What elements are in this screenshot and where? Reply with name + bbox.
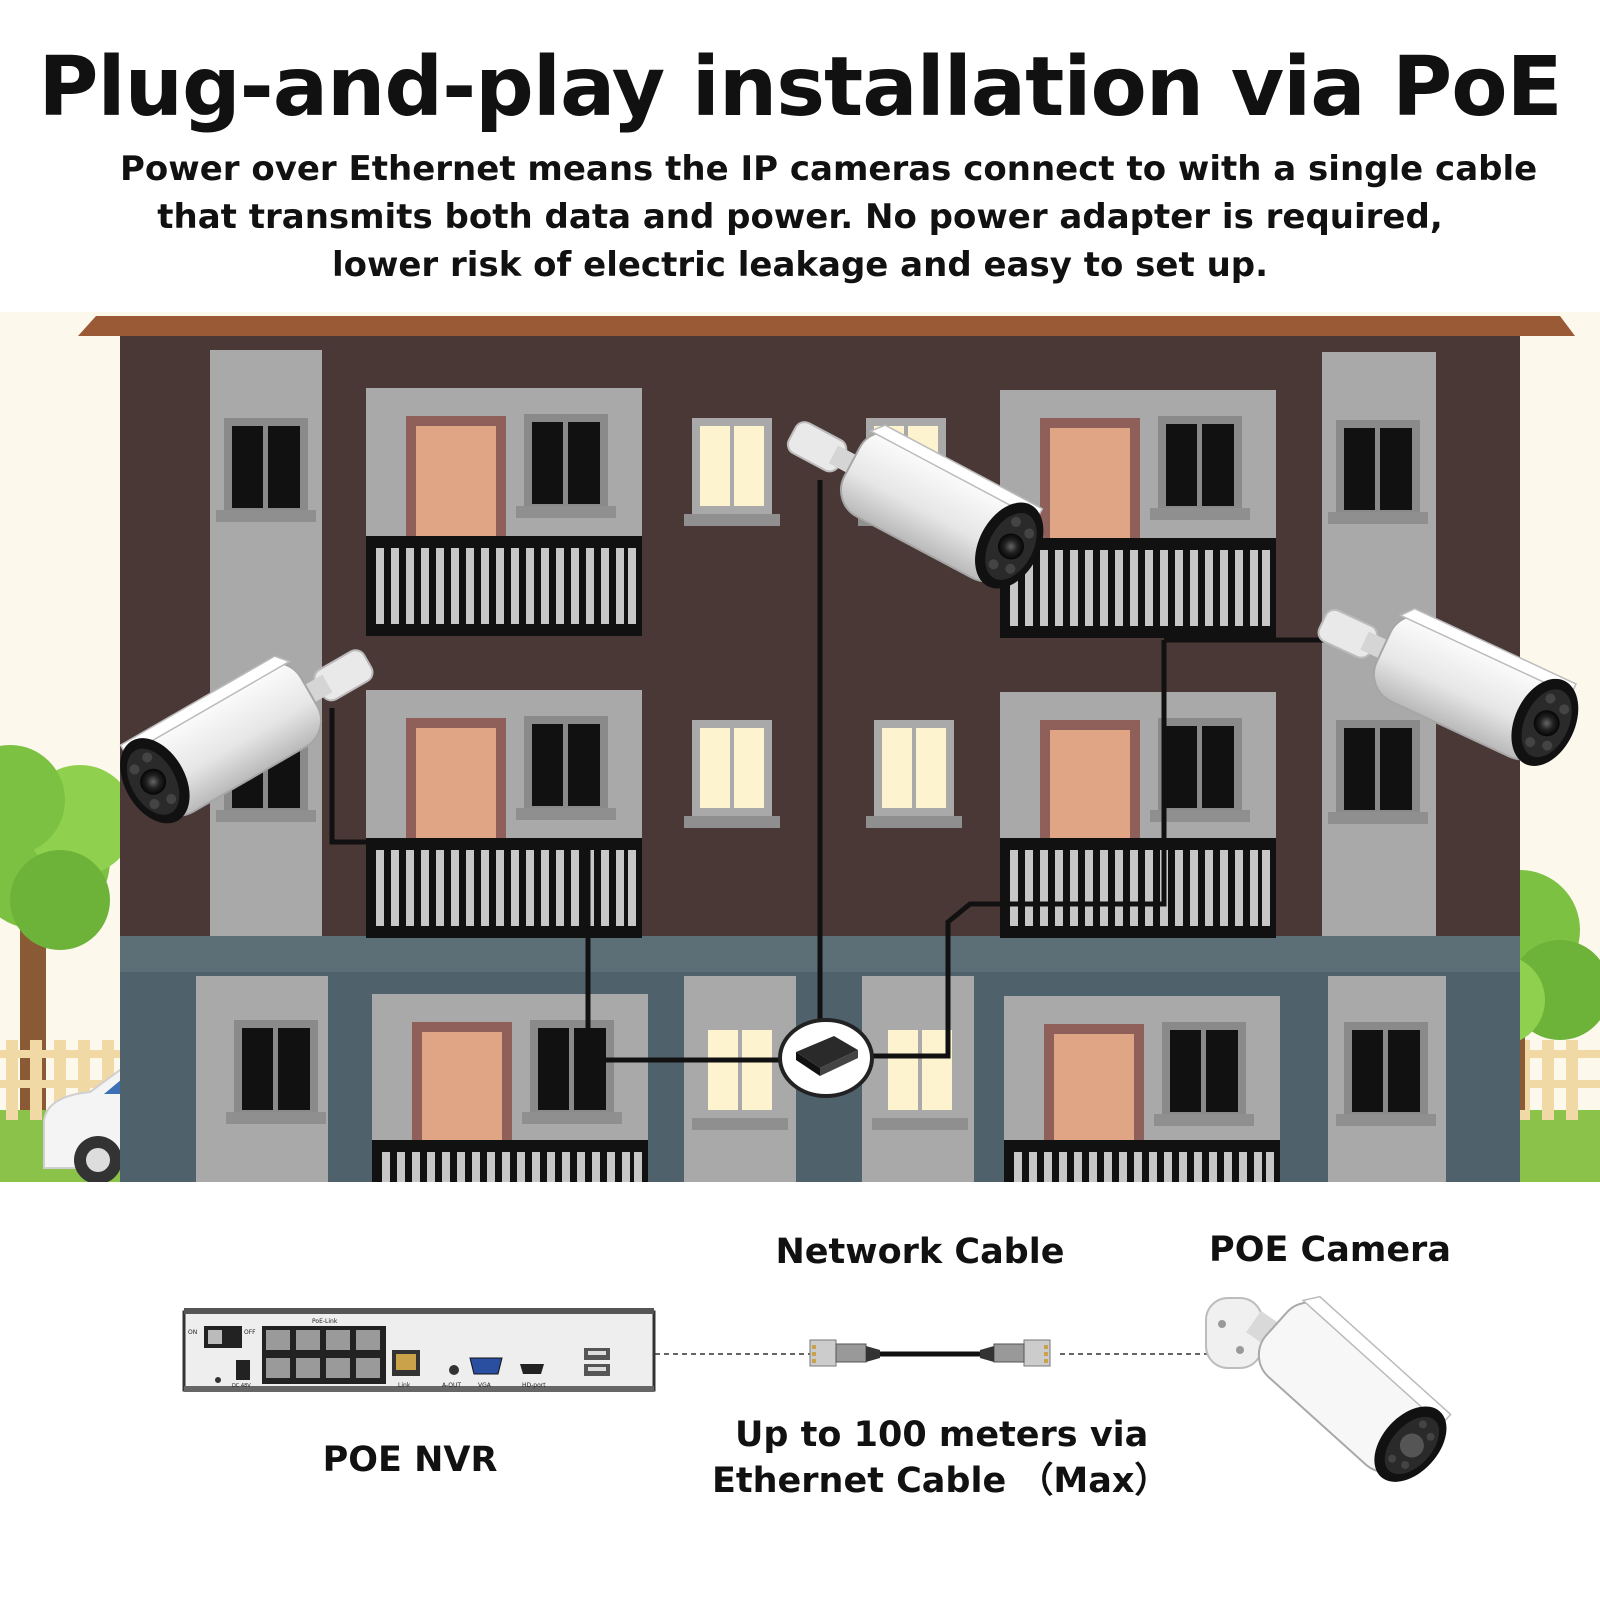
nvr-poe-link-text: PoE-Link <box>312 1318 338 1325</box>
nvr-on-text: ON <box>188 1329 197 1336</box>
nvr-hdport-text: HD-port <box>522 1382 546 1389</box>
poe-camera-icon <box>1205 1295 1452 1482</box>
poe-nvr-label: POE NVR <box>322 1440 498 1480</box>
ethernet-cable-icon <box>809 1339 1051 1367</box>
nvr-off-text: OFF <box>244 1329 256 1336</box>
intro-line-1: Power over Ethernet means the IP cameras… <box>120 149 1538 189</box>
nvr-link-text: Link <box>398 1382 411 1389</box>
nvr-aout-text: A-OUT <box>442 1382 461 1389</box>
network-cable-label: Network Cable <box>775 1232 1065 1272</box>
nvr-dc-text: DC 48V <box>232 1383 251 1389</box>
intro-line-3: lower risk of electric leakage and easy … <box>331 245 1269 285</box>
nvr-rear-panel: ON OFF DC 48V PoE-Link Link A-OUT VGA HD… <box>182 1308 656 1392</box>
building-illustration <box>0 312 1600 1182</box>
intro-text: Power over Ethernet means the IP cameras… <box>120 145 1538 289</box>
connection-diagram: ON OFF DC 48V PoE-Link Link A-OUT VGA HD… <box>182 1308 1208 1392</box>
distance-line-1: Up to 100 meters via <box>735 1415 1149 1455</box>
distance-line-2: Ethernet Cable （Max） <box>712 1461 1170 1501</box>
page-title: Plug-and-play installation via PoE <box>38 40 1562 135</box>
intro-line-2: that transmits both data and power. No p… <box>157 197 1443 237</box>
nvr-vga-text: VGA <box>478 1382 492 1389</box>
poe-camera-label: POE Camera <box>1209 1230 1451 1270</box>
